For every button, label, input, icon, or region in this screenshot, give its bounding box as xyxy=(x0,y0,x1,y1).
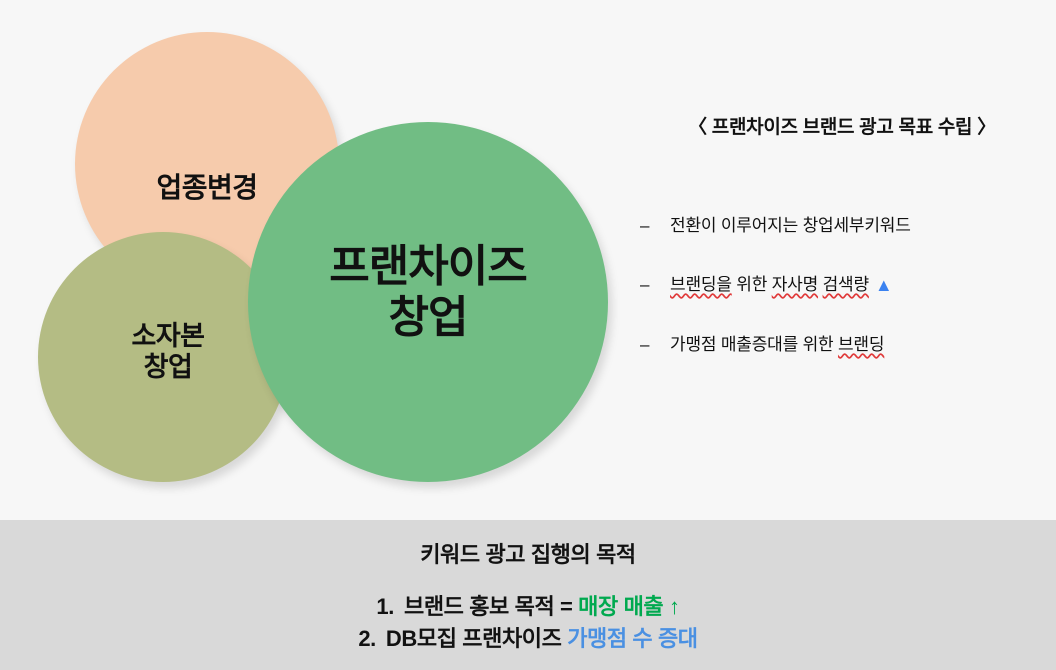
bullet-item: – 가맹점 매출증대를 위한 브랜딩 xyxy=(640,330,1044,355)
upper-content-area: 업종변경 소자본 창업 프랜차이즈 창업 〈 프랜차이즈 브랜드 광고 목표 수… xyxy=(38,32,1044,482)
purpose-band-title: 키워드 광고 집행의 목적 xyxy=(420,542,636,567)
purpose-list-item: 2. DB모집 프랜차이즈 가맹점 수 증대 xyxy=(0,623,1056,655)
objectives-panel: 〈 프랜차이즈 브랜드 광고 목표 수립 〉 – 전환이 이루어지는 창업세부키… xyxy=(640,112,1044,389)
bullet-text: 전환이 이루어지는 창업세부키워드 xyxy=(670,211,911,236)
venn-circle-green-label: 프랜차이즈 창업 xyxy=(329,242,527,342)
bullet-dash-icon: – xyxy=(640,335,650,354)
purpose-list-text: DB모집 프랜차이즈 xyxy=(385,625,568,651)
purpose-list-highlight: 가맹점 수 증대 xyxy=(567,625,698,651)
bullet-segment: 위한 xyxy=(731,275,772,294)
bullet-text: 가맹점 매출증대를 위한 브랜딩 xyxy=(670,330,885,355)
purpose-list-number: 2. xyxy=(358,625,376,651)
venn-circle-green: 프랜차이즈 창업 xyxy=(248,122,608,482)
objectives-panel-title: 〈 프랜차이즈 브랜드 광고 목표 수립 〉 xyxy=(688,117,996,138)
purpose-list-number: 1. xyxy=(376,594,394,619)
bullet-segment-misspelled: 자사명 xyxy=(771,275,819,294)
purpose-list-highlight: 매장 매출 ↑ xyxy=(578,594,680,619)
bullet-dash-icon: – xyxy=(640,216,650,235)
purpose-list-text: 브랜드 홍보 목적 = xyxy=(403,594,579,619)
bullet-item: – 브랜딩을 위한 자사명 검색량▲ xyxy=(640,270,1044,296)
purpose-band-list: 1. 브랜드 홍보 목적 = 매장 매출 ↑ 2. DB모집 프랜차이즈 가맹점 수… xyxy=(0,591,1056,655)
bullet-segment: 전환이 이루어지는 창업세부키워드 xyxy=(670,216,911,235)
purpose-band: 키워드 광고 집행의 목적 1. 브랜드 홍보 목적 = 매장 매출 ↑ 2. DB… xyxy=(0,520,1056,670)
bullet-segment-misspelled: 브랜딩 xyxy=(837,335,885,354)
bullet-segment-misspelled: 브랜딩을 xyxy=(670,275,732,294)
triangle-up-icon: ▲ xyxy=(874,275,893,295)
venn-circle-olive-label: 소자본 창업 xyxy=(131,320,205,382)
bullet-segment: 가맹점 매출증대를 위한 xyxy=(670,335,838,354)
bullet-text: 브랜딩을 위한 자사명 검색량▲ xyxy=(670,270,893,296)
bullet-segment-misspelled: 검색량 xyxy=(822,275,870,294)
bullet-dash-icon: – xyxy=(640,275,650,294)
venn-circle-olive: 소자본 창업 xyxy=(38,232,288,482)
objectives-bullet-list: – 전환이 이루어지는 창업세부키워드 – 브랜딩을 위한 자사명 검색량▲ –… xyxy=(640,211,1044,355)
bullet-item: – 전환이 이루어지는 창업세부키워드 xyxy=(640,211,1044,236)
venn-circle-peach-label: 업종변경 xyxy=(156,171,258,203)
purpose-list-item: 1. 브랜드 홍보 목적 = 매장 매출 ↑ xyxy=(0,591,1056,623)
